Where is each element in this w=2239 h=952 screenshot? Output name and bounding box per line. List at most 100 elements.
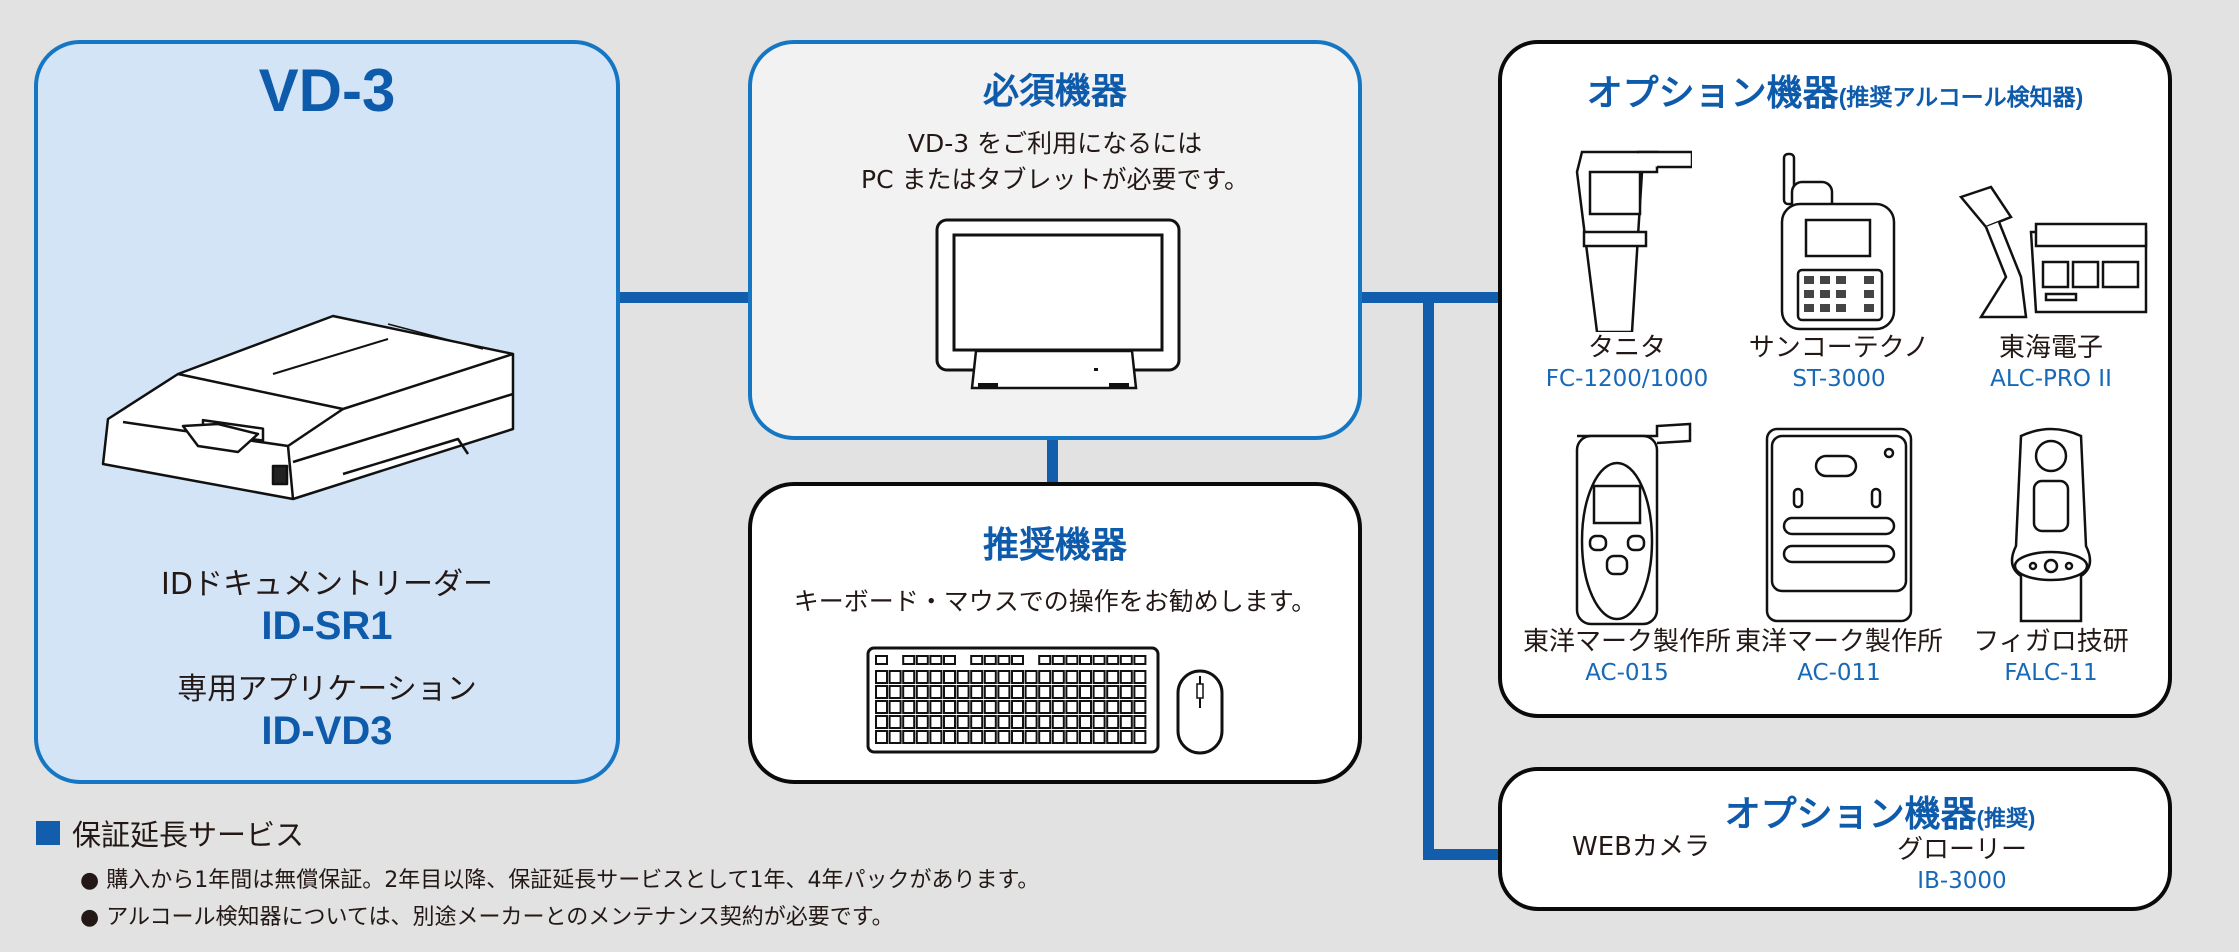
warranty-bullet-text: アルコール検知器については、別途メーカーとのメンテナンス契約が必要です。 [106, 905, 894, 930]
keyboard-key [1011, 670, 1024, 684]
option-alcohol-subtitle: (推奨アルコール検知器) [1838, 84, 2084, 110]
option-recommended-title: オプション機器 [1724, 793, 1977, 834]
keyboard-key [915, 715, 929, 729]
breathalyzer-station-icon [1946, 132, 2156, 332]
required-title: 必須機器 [982, 70, 1127, 111]
keyboard-key [997, 655, 1011, 665]
recommended-description: キーボード・マウスでの操作をお勧めします。 [793, 587, 1317, 616]
keyboard-key [888, 700, 902, 714]
keyboard-key [997, 730, 1011, 744]
keyboard-key [1119, 685, 1133, 699]
keyboard-key [1079, 655, 1092, 665]
device-maker: サンコーテクノ [1748, 333, 1930, 363]
keyboard-key [929, 730, 943, 744]
required-line-2: PC またはタブレットが必要です。 [861, 165, 1249, 194]
keyboard-key [915, 700, 929, 714]
bullet-dot-icon: ● [80, 905, 100, 930]
glory-model: IB-3000 [1917, 868, 2007, 894]
keyboard-key [1011, 655, 1024, 665]
warranty-bullet: ● アルコール検知器については、別途メーカーとのメンテナンス契約が必要です。 [80, 899, 1039, 936]
keyboard-key [983, 685, 997, 699]
keyboard-key [902, 670, 916, 684]
keyboard-key [1065, 700, 1079, 714]
keyboard-key [956, 685, 970, 699]
keyboard-key [1133, 730, 1147, 744]
keyboard-key [943, 730, 956, 744]
connector-to-option-recommended [1423, 849, 1502, 860]
keyboard-key [1092, 730, 1106, 744]
keyboard-key [983, 655, 997, 665]
keyboard-key [1051, 730, 1065, 744]
keyboard-key [1065, 655, 1079, 665]
keyboard-key [956, 730, 970, 744]
keyboard-key [943, 655, 956, 665]
keyboard-key [1106, 715, 1120, 729]
required-line-1: VD-3 をご利用になるには [907, 129, 1203, 158]
keyboard-key [970, 730, 984, 744]
keyboard-key [1106, 685, 1120, 699]
keyboard-key [1024, 730, 1038, 744]
device-card: 東海電子 ALC-PRO II [1946, 132, 2156, 394]
keyboard-key [929, 700, 943, 714]
keyboard-key [902, 700, 916, 714]
keyboard-key [1133, 655, 1147, 665]
keyboard-key [915, 730, 929, 744]
connector-to-recommended [1047, 396, 1058, 486]
keyboard-key [915, 685, 929, 699]
warranty-bullet: ● 購入から1年間は無償保証。2年目以降、保証延長サービスとして1年、4年パック… [80, 862, 1039, 899]
keyboard-key [970, 700, 984, 714]
keyboard-key [1024, 670, 1038, 684]
keyboard-key [1065, 730, 1079, 744]
keyboard-key [1011, 730, 1024, 744]
keyboard-key [1106, 655, 1120, 665]
keyboard-key [1051, 700, 1065, 714]
required-equipment-panel: 必須機器 VD-3 をご利用になるには PC またはタブレットが必要です。 [748, 40, 1362, 440]
device-model: ST-3000 [1792, 366, 1886, 392]
vd3-panel: VD-3 IDドキュメントリーダー ID-SR1 専用アプリケーション ID-V… [34, 40, 620, 784]
keyboard-key [1092, 655, 1106, 665]
keyboard-key [1106, 670, 1120, 684]
device-model: FC-1200/1000 [1545, 366, 1709, 392]
keyboard-key [1133, 685, 1147, 699]
keyboard-key [997, 715, 1011, 729]
keyboard-key [1024, 715, 1038, 729]
bullet-dot-icon: ● [80, 868, 100, 893]
keyboard-key [1065, 670, 1079, 684]
keyboard-key [902, 715, 916, 729]
device-card: タニタ FC-1200/1000 [1522, 132, 1732, 394]
breathalyzer-handheld-icon [1522, 132, 1732, 332]
keyboard-key [888, 730, 902, 744]
device-maker: フィガロ技研 [1973, 627, 2129, 657]
device-model: AC-011 [1797, 660, 1881, 686]
keyboard-key [1119, 730, 1133, 744]
app-label: 専用アプリケーション [177, 672, 477, 707]
device-card: フィガロ技研 FALC-11 [1946, 416, 2156, 688]
keyboard-key [1092, 685, 1106, 699]
option-alcohol-panel: オプション機器(推奨アルコール検知器) タニタ FC-1200/1000 [1498, 40, 2172, 718]
device-model: ALC-PRO II [1990, 366, 2112, 392]
keyboard-key [970, 685, 984, 699]
keyboard-key [1079, 700, 1092, 714]
keyboard-key [1079, 670, 1092, 684]
keyboard-key [956, 700, 970, 714]
breathalyzer-camera-icon [1946, 416, 2156, 626]
keyboard-key [875, 700, 888, 714]
keyboard-key [902, 730, 916, 744]
device-maker: 東海電子 [1998, 333, 2103, 363]
keyboard-key [1038, 730, 1052, 744]
keyboard-key [902, 685, 916, 699]
document-scanner-illustration [88, 294, 528, 534]
vd3-title: VD-3 [258, 57, 396, 124]
device-card: 東洋マーク製作所 AC-011 [1734, 416, 1944, 688]
keyboard-key [902, 655, 916, 665]
keyboard-key [1119, 715, 1133, 729]
keyboard-key [1024, 685, 1038, 699]
keyboard-key [1038, 685, 1052, 699]
breathalyzer-box-icon [1734, 416, 1944, 626]
keyboard-key [915, 670, 929, 684]
app-model: ID-VD3 [261, 709, 393, 753]
keyboard-key [997, 700, 1011, 714]
keyboard-key [1106, 700, 1120, 714]
keyboard-key [1133, 700, 1147, 714]
device-maker: 東洋マーク製作所 [1734, 627, 1943, 657]
